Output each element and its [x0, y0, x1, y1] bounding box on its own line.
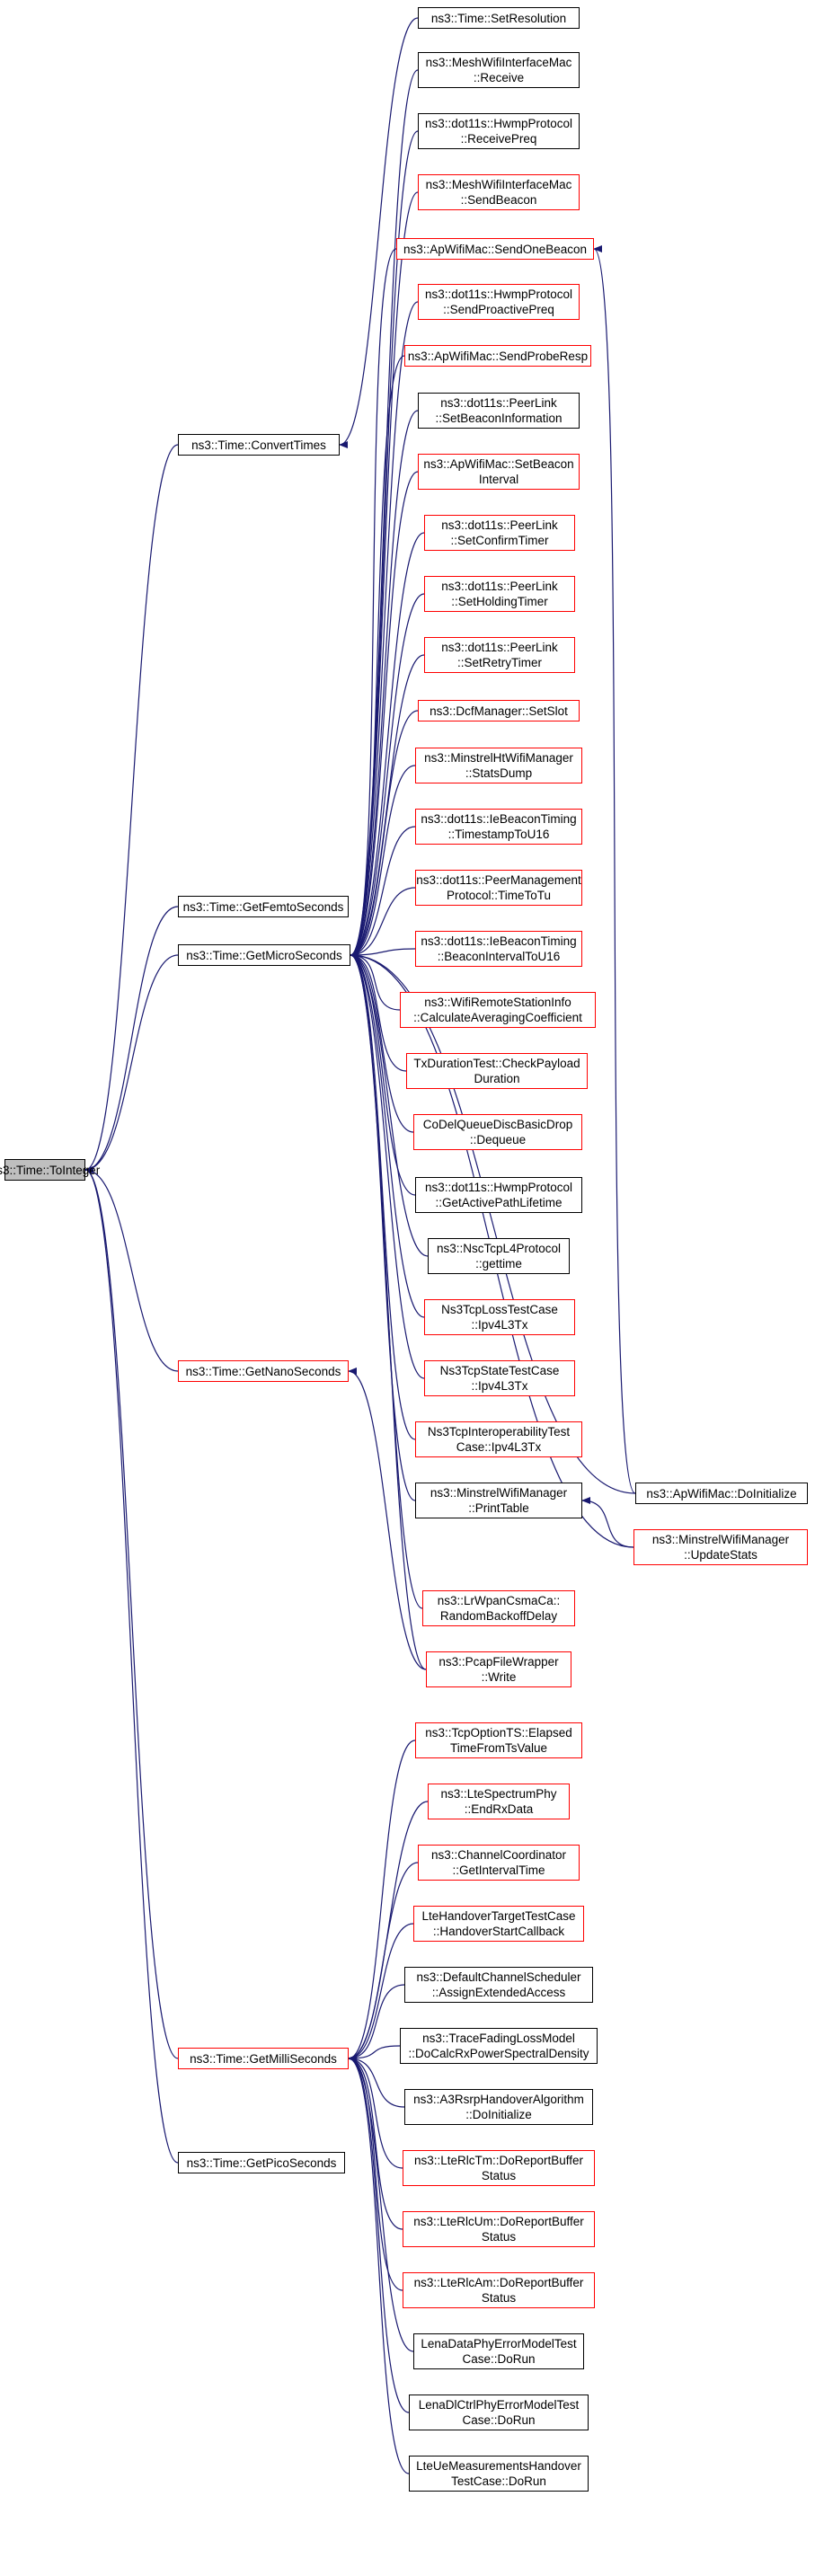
graph-node-tsu16[interactable]: ns3::dot11s::IeBeaconTiming ::TimestampT… — [415, 809, 582, 845]
edge-chancoord-to-milli — [348, 1862, 419, 2062]
edge-milli-to-toint — [84, 1166, 179, 2059]
edge-a3rsrp-to-milli — [348, 2055, 405, 2108]
edge-rlcam-to-milli — [348, 2055, 403, 2291]
edge-pico-to-toint — [84, 1166, 179, 2164]
graph-node-txdur[interactable]: TxDurationTest::CheckPayload Duration — [406, 1053, 588, 1089]
graph-node-milli[interactable]: ns3::Time::GetMilliSeconds — [178, 2048, 349, 2069]
edge-apinit-to-sendone — [593, 245, 636, 1494]
edge-timetotu-to-micro — [350, 887, 416, 959]
graph-node-proberesp[interactable]: ns3::ApWifiMac::SendProbeResp — [404, 345, 591, 367]
graph-node-confirmtimer[interactable]: ns3::dot11s::PeerLink ::SetConfirmTimer — [424, 515, 575, 551]
graph-node-recvpreq[interactable]: ns3::dot11s::HwmpProtocol ::ReceivePreq — [418, 113, 580, 149]
graph-node-setbeaconint[interactable]: ns3::ApWifiMac::SetBeacon Interval — [418, 454, 580, 490]
edge-hostart-to-milli — [348, 1923, 414, 2062]
edge-tracefading-to-milli — [348, 2045, 401, 2062]
edge-printtable-to-micro — [350, 952, 416, 1501]
graph-node-setres[interactable]: ns3::Time::SetResolution — [418, 7, 580, 29]
graph-node-rlctm[interactable]: ns3::LteRlcTm::DoReportBuffer Status — [403, 2150, 595, 2186]
edge-elapsed-to-milli — [348, 1739, 416, 2062]
edge-rlctm-to-milli — [348, 2055, 403, 2169]
graph-node-dcfslot[interactable]: ns3::DcfManager::SetSlot — [418, 700, 580, 721]
edge-avgcoef-to-micro — [350, 952, 401, 1011]
graph-node-retrytimer[interactable]: ns3::dot11s::PeerLink ::SetRetryTimer — [424, 637, 575, 673]
graph-node-pico[interactable]: ns3::Time::GetPicoSeconds — [178, 2152, 345, 2173]
edge-setbeaconint-to-micro — [350, 471, 419, 959]
edge-pcapwrite-to-micro — [350, 952, 427, 1670]
graph-node-apinit[interactable]: ns3::ApWifiMac::DoInitialize — [635, 1483, 808, 1504]
edge-tsu16-to-micro — [350, 826, 416, 959]
edge-txdur-to-micro — [350, 952, 407, 1072]
edge-peerbeaconinfo-to-micro — [350, 410, 419, 959]
graph-node-peerbeaconinfo[interactable]: ns3::dot11s::PeerLink ::SetBeaconInforma… — [418, 393, 580, 429]
graph-node-convert[interactable]: ns3::Time::ConvertTimes — [178, 434, 340, 456]
graph-node-rlcam[interactable]: ns3::LteRlcAm::DoReportBuffer Status — [403, 2272, 595, 2308]
graph-node-holdingtimer[interactable]: ns3::dot11s::PeerLink ::SetHoldingTimer — [424, 576, 575, 612]
graph-node-endrx[interactable]: ns3::LteSpectrumPhy ::EndRxData — [428, 1784, 570, 1819]
graph-node-femto[interactable]: ns3::Time::GetFemtoSeconds — [178, 896, 349, 917]
graph-node-meshrecv[interactable]: ns3::MeshWifiInterfaceMac ::Receive — [418, 52, 580, 88]
graph-node-meshbeacon[interactable]: ns3::MeshWifiInterfaceMac ::SendBeacon — [418, 174, 580, 210]
graph-node-elapsed[interactable]: ns3::TcpOptionTS::Elapsed TimeFromTsValu… — [415, 1722, 582, 1758]
edge-ltemeas-to-milli — [348, 2055, 410, 2474]
edge-setres-to-convert — [339, 17, 419, 448]
graph-node-lenadata[interactable]: LenaDataPhyErrorModelTest Case::DoRun — [413, 2333, 584, 2369]
edge-sendone-to-micro — [350, 248, 397, 959]
edge-micro-to-toint — [84, 954, 179, 1173]
graph-node-sendone[interactable]: ns3::ApWifiMac::SendOneBeacon — [396, 238, 594, 260]
edge-holdingtimer-to-micro — [350, 593, 425, 959]
graph-node-statetx[interactable]: Ns3TcpStateTestCase ::Ipv4L3Tx — [424, 1360, 575, 1396]
graph-node-micro[interactable]: ns3::Time::GetMicroSeconds — [178, 944, 350, 966]
edge-meshbeacon-to-micro — [350, 191, 419, 959]
edge-lenactrl-to-milli — [348, 2055, 410, 2413]
edge-lenadata-to-milli — [348, 2055, 414, 2352]
graph-node-hostart[interactable]: LteHandoverTargetTestCase ::HandoverStar… — [413, 1906, 584, 1942]
graph-node-losstx[interactable]: Ns3TcpLossTestCase ::Ipv4L3Tx — [424, 1299, 575, 1335]
edge-biu16-to-micro — [350, 948, 416, 959]
graph-node-proactive[interactable]: ns3::dot11s::HwmpProtocol ::SendProactiv… — [418, 284, 580, 320]
edge-codel-to-micro — [350, 952, 414, 1133]
graph-node-biu16[interactable]: ns3::dot11s::IeBeaconTiming ::BeaconInte… — [415, 931, 582, 967]
graph-node-printtable[interactable]: ns3::MinstrelWifiManager ::PrintTable — [415, 1483, 582, 1518]
edge-confirmtimer-to-micro — [350, 532, 425, 959]
graph-node-chancoord[interactable]: ns3::ChannelCoordinator ::GetIntervalTim… — [418, 1845, 580, 1881]
edge-nsctcp-to-micro — [350, 952, 429, 1257]
edge-retrytimer-to-micro — [350, 654, 425, 959]
graph-node-codel[interactable]: CoDelQueueDiscBasicDrop ::Dequeue — [413, 1114, 582, 1150]
graph-node-pcapwrite[interactable]: ns3::PcapFileWrapper ::Write — [426, 1651, 571, 1687]
edge-statetx-to-micro — [350, 952, 425, 1379]
edge-assignext-to-milli — [348, 1984, 405, 2062]
graph-node-a3rsrp[interactable]: ns3::A3RsrpHandoverAlgorithm ::DoInitial… — [404, 2089, 593, 2125]
graph-node-interoptx[interactable]: Ns3TcpInteroperabilityTest Case::Ipv4L3T… — [415, 1421, 582, 1457]
edge-interoptx-to-micro — [350, 952, 416, 1440]
edge-meshrecv-to-micro — [350, 69, 419, 959]
edge-rlcum-to-milli — [348, 2055, 403, 2230]
graph-node-timetotu[interactable]: ns3::dot11s::PeerManagement Protocol::Ti… — [415, 870, 582, 906]
edge-proberesp-to-micro — [350, 355, 405, 959]
graph-node-updatestats[interactable]: ns3::MinstrelWifiManager ::UpdateStats — [633, 1529, 808, 1565]
edge-losstx-to-micro — [350, 952, 425, 1318]
edge-updatestats-to-printtable — [581, 1497, 634, 1548]
edge-proactive-to-micro — [350, 301, 419, 959]
graph-node-nsctcp[interactable]: ns3::NscTcpL4Protocol ::gettime — [428, 1238, 570, 1274]
graph-node-toint[interactable]: ns3::Time::ToInteger — [0, 1159, 100, 1181]
graph-node-avgcoef[interactable]: ns3::WifiRemoteStationInfo ::CalculateAv… — [400, 992, 596, 1028]
edge-apinit-to-micro — [350, 952, 636, 1494]
edge-dcfslot-to-micro — [350, 710, 419, 959]
edge-htstats-to-micro — [350, 765, 416, 959]
graph-node-rlcum[interactable]: ns3::LteRlcUm::DoReportBuffer Status — [403, 2211, 595, 2247]
graph-node-lrwpan[interactable]: ns3::LrWpanCsmaCa:: RandomBackoffDelay — [422, 1590, 575, 1626]
edge-nano-to-toint — [84, 1166, 179, 1372]
graph-node-nano[interactable]: ns3::Time::GetNanoSeconds — [178, 1360, 349, 1382]
graph-node-assignext[interactable]: ns3::DefaultChannelScheduler ::AssignExt… — [404, 1967, 593, 2003]
graph-node-lenactrl[interactable]: LenaDlCtrlPhyErrorModelTest Case::DoRun — [409, 2395, 589, 2430]
graph-node-pathlife[interactable]: ns3::dot11s::HwmpProtocol ::GetActivePat… — [415, 1177, 582, 1213]
edge-pcapwrite-to-nano — [348, 1368, 427, 1670]
edge-femto-to-toint — [84, 906, 179, 1173]
graph-node-htstats[interactable]: ns3::MinstrelHtWifiManager ::StatsDump — [415, 748, 582, 783]
graph-node-ltemeas[interactable]: LteUeMeasurementsHandover TestCase::DoRu… — [409, 2456, 589, 2492]
edge-convert-to-toint — [84, 444, 179, 1173]
graph-node-tracefading[interactable]: ns3::TraceFadingLossModel ::DoCalcRxPowe… — [400, 2028, 598, 2064]
